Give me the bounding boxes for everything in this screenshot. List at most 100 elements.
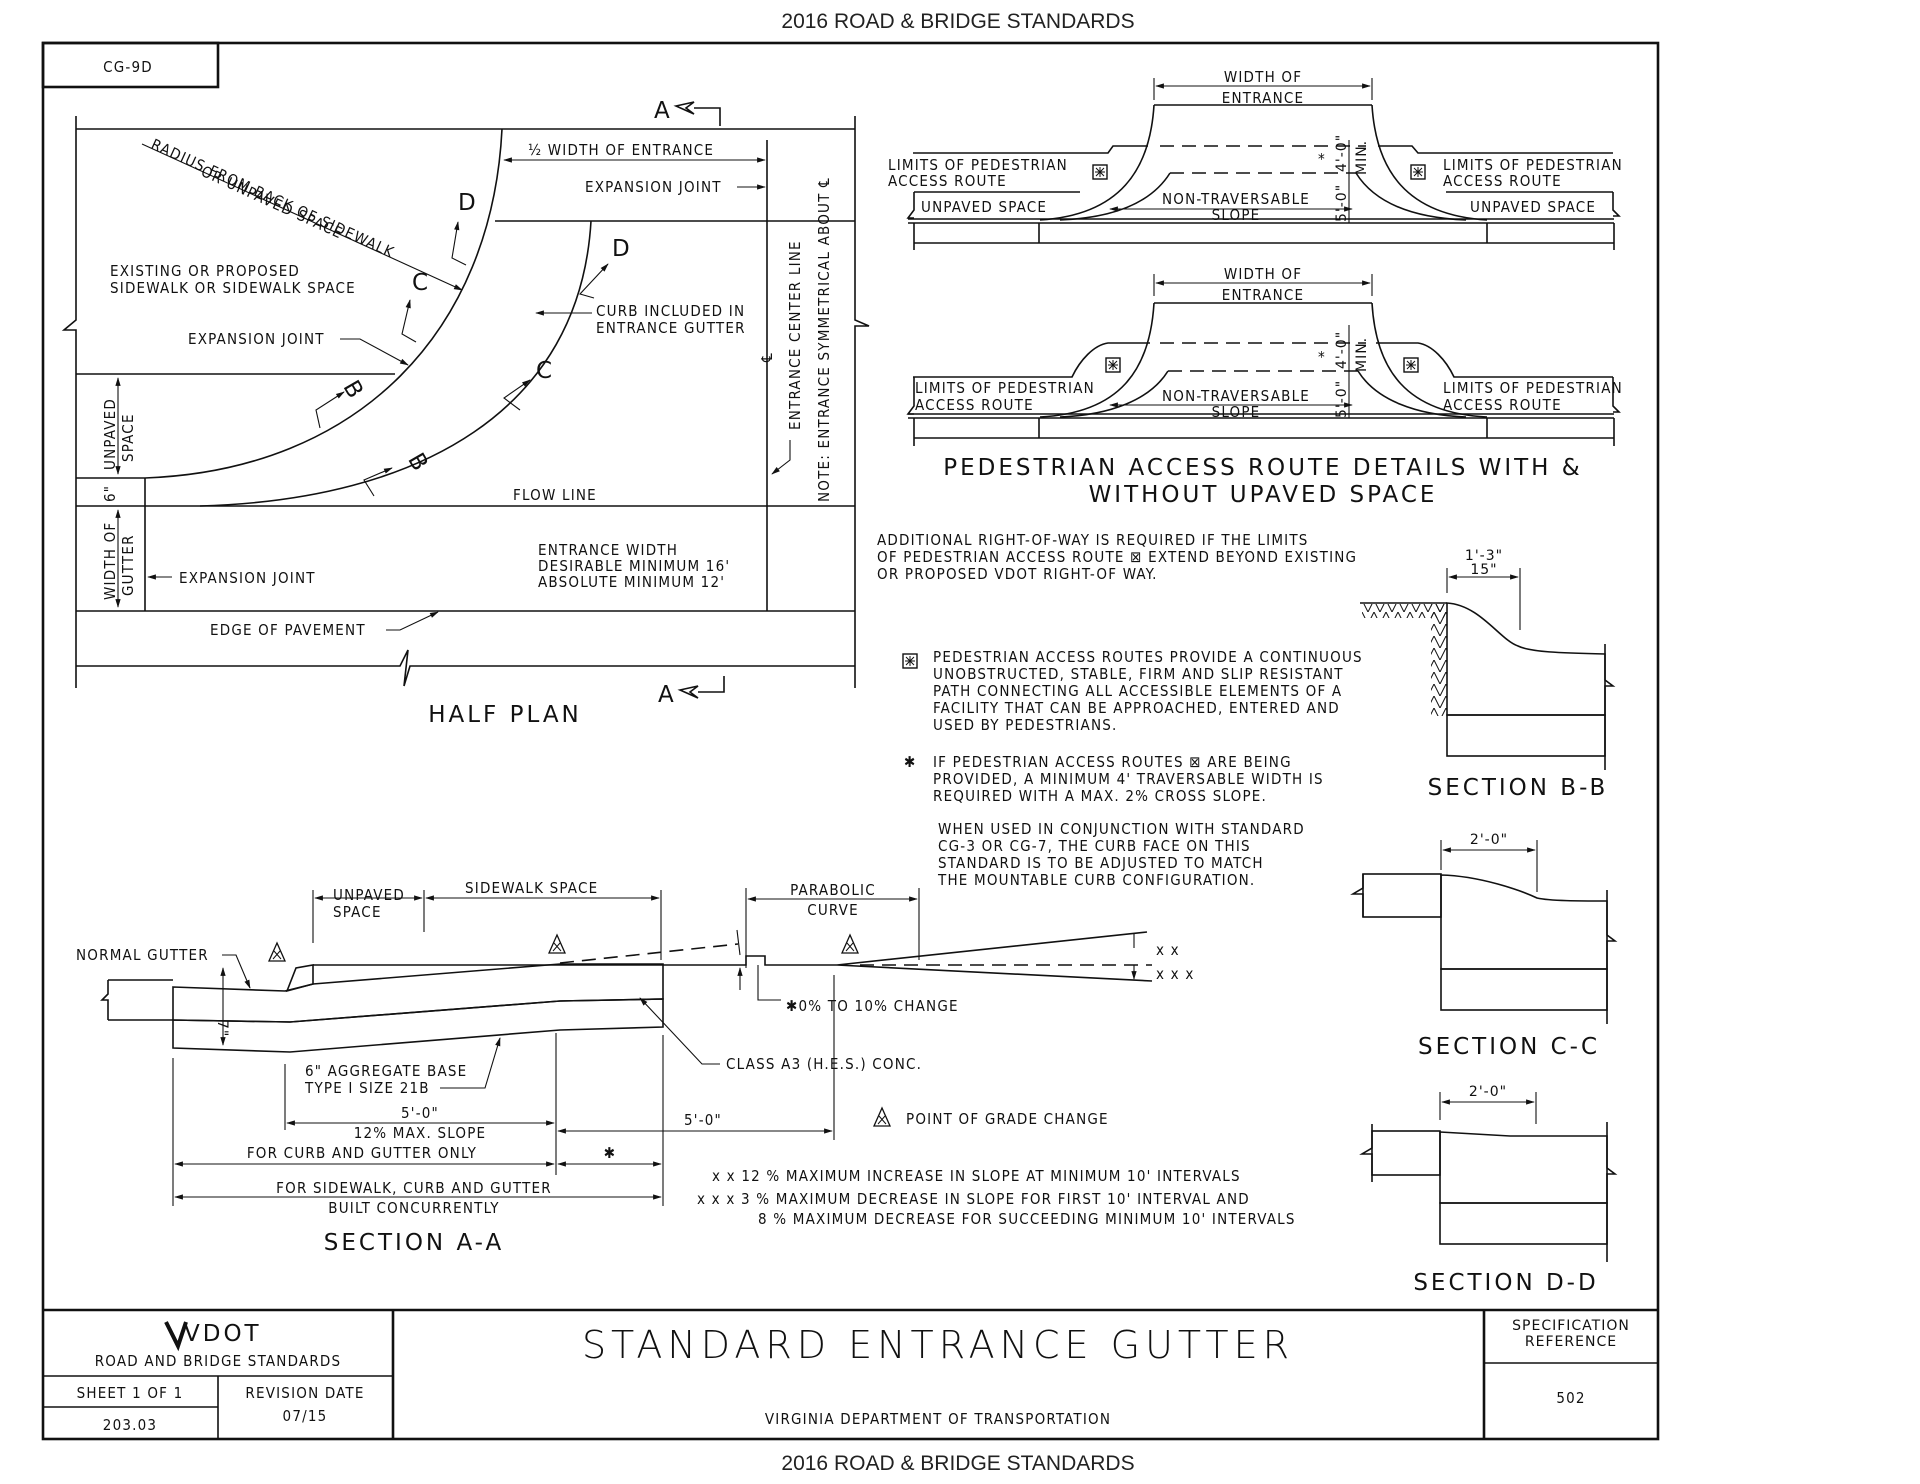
min-label: MIN.: [1354, 337, 1370, 372]
desirable-minimum-label: DESIRABLE MINIMUM 16': [538, 557, 730, 575]
par-note-line: FACILITY THAT CAN BE APPROACHED, ENTERED…: [933, 699, 1340, 717]
roadway-lines: [908, 218, 1615, 250]
aggregate-base: [1446, 714, 1606, 757]
left-flare-outer: [1039, 104, 1155, 221]
six-inch-label: 6": [101, 485, 119, 502]
normal-gutter-leader: [222, 954, 251, 989]
section-a-marker-top: A: [654, 98, 673, 124]
pgc-legend-icon: [873, 1107, 891, 1127]
back-of-sidewalk-arc: [144, 128, 503, 479]
unpaved-right: UNPAVED SPACE: [1470, 198, 1596, 216]
cut-marker-d-inner: D: [578, 236, 630, 299]
road-slab: [100, 979, 173, 1021]
par-symbol-icon: [902, 653, 918, 669]
normal-gutter-label: NORMAL GUTTER: [76, 946, 209, 964]
finished-grade-line: [313, 955, 837, 966]
limits-right-line1: LIMITS OF PEDESTRIAN: [1443, 156, 1623, 174]
ground-lines: [913, 342, 1613, 378]
pavement-break-line: [76, 649, 855, 687]
aggregate-base: [172, 998, 664, 1053]
left-flare-inner: [1059, 172, 1171, 221]
ped-detail-without-unpaved: WIDTH OF ENTRANCE LIMITS OF PEDESTRIAN A…: [906, 265, 1622, 446]
svg-text:C: C: [536, 358, 555, 384]
expansion-joint-label-top: EXPANSION JOINT: [585, 178, 722, 196]
triple-x-mark: x x x: [1156, 965, 1195, 983]
page-header: 2016 ROAD & BRIDGE STANDARDS: [781, 10, 1134, 33]
plan-left-edge: [61, 116, 77, 688]
route-limit-dashes: [1160, 342, 1366, 372]
projected-grade: [559, 943, 739, 964]
spec-ref-value: 502: [1556, 1389, 1585, 1407]
unpaved-label-line1: UNPAVED: [333, 886, 405, 904]
width-ext-lines: [1153, 78, 1373, 100]
bottom-dim-ext-lines: [172, 975, 835, 1206]
limits-right-line2: ACCESS ROUTE: [1443, 172, 1562, 190]
unpaved-label-line2: SPACE: [119, 413, 137, 462]
par-note-line: USED BY PEDESTRIANS.: [933, 716, 1118, 734]
title-block-cells: [43, 1362, 1658, 1439]
limits-left-line2: ACCESS ROUTE: [915, 396, 1034, 414]
half-plan-title: HALF PLAN: [428, 702, 582, 728]
note-symmetrical: NOTE: ENTRANCE SYMMETRICAL ABOUT ℄: [815, 177, 833, 502]
centerline-leader: [771, 440, 791, 475]
break-line: [1606, 890, 1618, 1024]
section-bb: 1'-3" 15" SECTION B-B: [1360, 548, 1616, 801]
gutter-label-line2: GUTTER: [119, 534, 137, 596]
five-foot-label-b: 5'-0": [684, 1111, 722, 1129]
standard-code: CG-9D: [103, 58, 153, 76]
par-note-line: UNOBSTRUCTED, STABLE, FIRM AND SLIP RESI…: [933, 665, 1344, 683]
when-note-line: STANDARD IS TO BE ADJUSTED TO MATCH: [938, 854, 1264, 872]
concrete-gutter: [1446, 602, 1606, 716]
drawing-title: STANDARD ENTRANCE GUTTER: [582, 1323, 1294, 1367]
pgc-icon: [548, 934, 566, 954]
concrete-gutter: [1440, 874, 1608, 970]
limits-left-line1: LIMITS OF PEDESTRIAN: [915, 379, 1095, 397]
star-mark: *: [1318, 348, 1326, 366]
existing-label-line1: EXISTING OR PROPOSED: [110, 262, 300, 280]
aggregate-label-line1: 6" AGGREGATE BASE: [305, 1062, 467, 1080]
curb-face: [285, 964, 314, 993]
par-symbol-icon: [1410, 164, 1426, 180]
cut-marker-b-inner: B: [363, 449, 434, 497]
aggregate-base: [1439, 1202, 1608, 1245]
cut-marker-d-outer: D: [451, 190, 479, 266]
dim-4ft: 4'-0": [1334, 331, 1350, 369]
width-ext-lines: [1153, 274, 1373, 296]
par-symbol-icon: [1092, 164, 1108, 180]
notes: ADDITIONAL RIGHT-OF-WAY IS REQUIRED IF T…: [877, 531, 1362, 889]
break-line: [1604, 644, 1616, 770]
flow-line-label: FLOW LINE: [513, 486, 597, 504]
limits-right-line2: ACCESS ROUTE: [1443, 396, 1562, 414]
radius-leader: [141, 143, 463, 291]
lip-dimension: [737, 929, 740, 990]
ground-lines: [913, 145, 1613, 154]
dim-ext-lines: [1440, 840, 1538, 892]
note-decrease-line1: x x x 3 % MAXIMUM DECREASE IN SLOPE FOR …: [697, 1190, 1250, 1208]
class-a3-label: CLASS A3 (H.E.S.) CONC.: [726, 1055, 922, 1073]
route-limit-dashes: [1160, 145, 1366, 174]
org-label: ROAD AND BRIDGE STANDARDS: [95, 1352, 342, 1370]
section-dd-title: SECTION D-D: [1413, 1270, 1598, 1296]
parabolic-label-line2: CURVE: [807, 901, 859, 919]
curb-included-line2: ENTRANCE GUTTER: [596, 319, 746, 337]
max-slope-label: 12% MAX. SLOPE: [354, 1124, 487, 1142]
entrance-width-label: ENTRANCE WIDTH: [538, 541, 678, 559]
when-note-line: WHEN USED IN CONJUNCTION WITH STANDARD: [938, 820, 1305, 838]
gutter-label-line1: WIDTH OF: [101, 522, 119, 600]
dim-5ft: 5'-0": [1334, 184, 1350, 222]
right-flare-outer: [1371, 104, 1488, 221]
standard-number: 203.03: [103, 1416, 157, 1434]
dim-label: 2'-0": [1469, 1084, 1507, 1100]
title-block: VDOT ROAD AND BRIDGE STANDARDS SHEET 1 O…: [43, 1308, 1658, 1439]
five-foot-label-a: 5'-0": [401, 1104, 439, 1122]
seven-inch-label: 7": [214, 1020, 230, 1037]
standard-code-box: [41, 41, 220, 89]
dim-ext-lines: [1439, 1092, 1537, 1124]
centerline-label: ENTRANCE CENTER LINE: [786, 240, 804, 430]
star-note-line: REQUIRED WITH A MAX. 2% CROSS SLOPE.: [933, 787, 1267, 805]
nontrav-line2: SLOPE: [1212, 403, 1261, 421]
svg-text:D: D: [458, 190, 479, 216]
concrete-body: [172, 963, 664, 1023]
adjacent-slab: [1362, 873, 1442, 918]
